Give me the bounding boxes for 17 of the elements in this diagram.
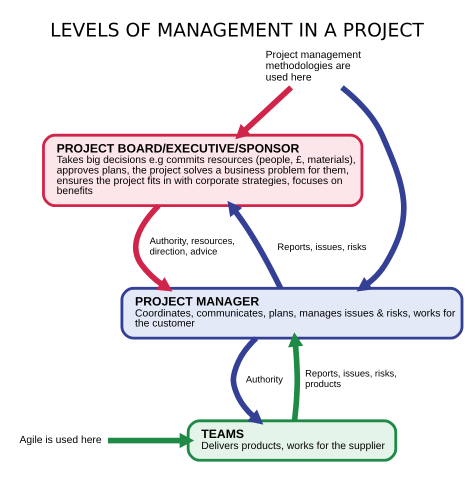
edge-label: Reports, issues, risks, products	[305, 367, 397, 388]
node-box: PROJECT BOARD/EXECUTIVE/SPONSOR Takes big decisions e.g commits resources (people, £, materials), approves plans, the project solves a business problem for them, ensures the project fits in with corporate strategies, focuses on benefits	[42, 133, 364, 207]
arrow	[288, 332, 304, 420]
edge-label: Reports, issues, risks	[277, 240, 366, 252]
arrow	[133, 203, 172, 291]
arrow	[230, 336, 264, 424]
diagram-title: LEVELS OF MANAGEMENT IN A PROJECT	[50, 20, 424, 42]
arrow	[235, 84, 294, 139]
arrow	[108, 432, 194, 448]
node-text: Project management methodologies are used here	[266, 49, 361, 84]
arrow	[227, 200, 283, 289]
node-text: Agile is used here	[20, 434, 102, 446]
node-box: PROJECT MANAGER Coordinates, communicates, plans, manages issues & risks, works for the customer	[120, 286, 464, 340]
edge-label: Authority, resources, direction, advice	[150, 234, 235, 256]
node-box: TEAMS Delivers products, works for the supplier	[186, 418, 398, 462]
edge-label: Authority	[246, 372, 283, 384]
arrow	[340, 84, 407, 292]
